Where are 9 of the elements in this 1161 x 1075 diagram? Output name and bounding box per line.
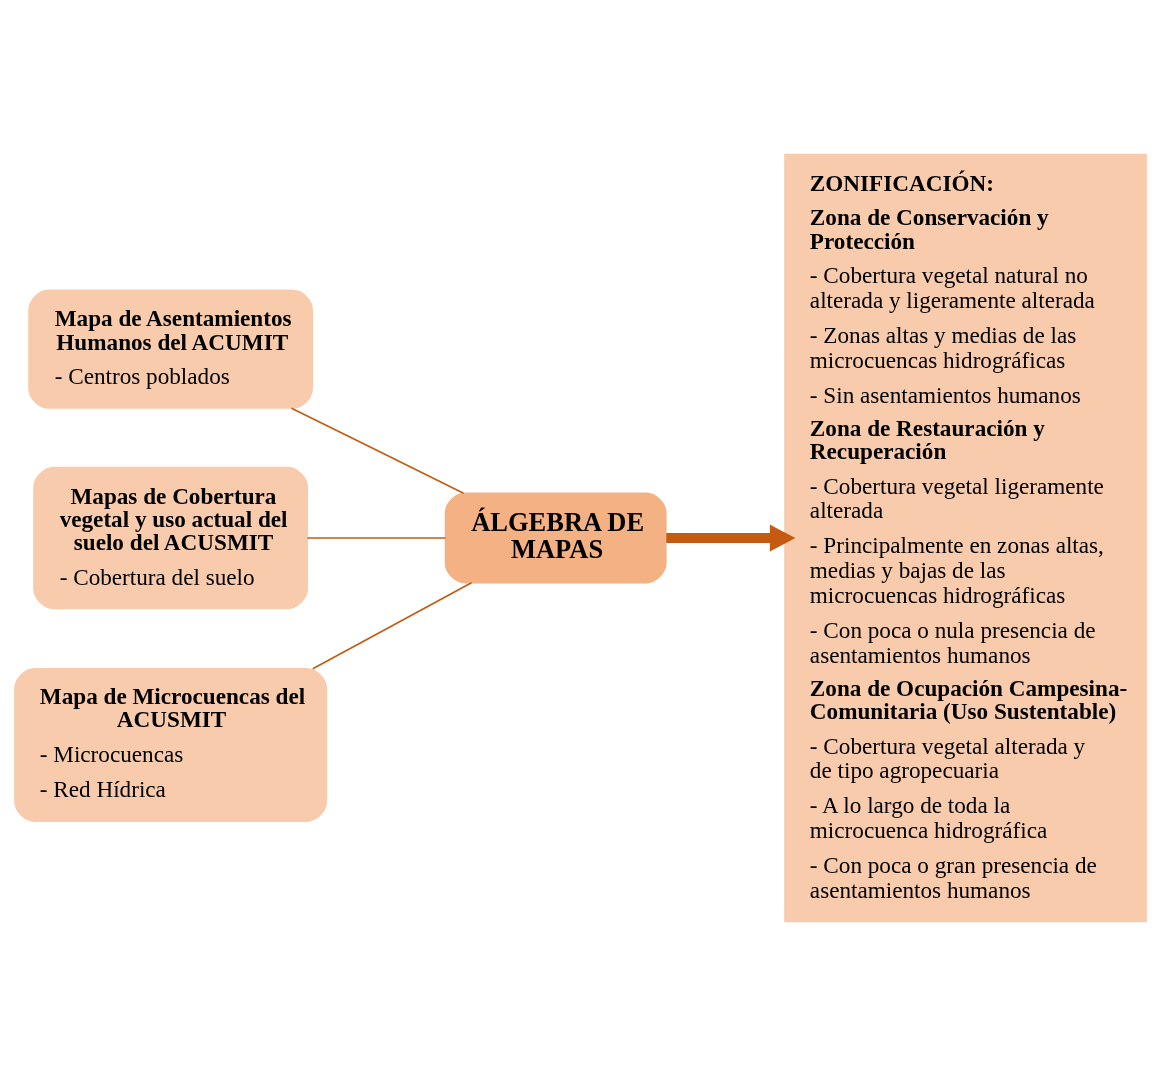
connector <box>311 581 473 670</box>
node-box: ZONIFICACIÓN: Zona de Conservación y Protección - Cobertura vegetal natural no alterada y ligeramente alterada - Zonas altas y medias de las microcuencas hidrográficas - Sin asentamientos humanos Zona de Restauración y Recuperación - Cobertura vegetal ligeramente alterada - Principalmente en zonas altas, medias y bajas de las microcuencas hidrográficas - Con poca o nula presencia de asentamientos humanos Zona de Ocupación Campesina-Comunitaria (Uso Sustentable) - Cobertura vegetal alterada y de tipo agropecuaria - A lo largo de toda la microcuenca hidrográfica - Con poca o gran presencia de asentamientos humanos <box>784 153 1147 922</box>
node-box: Mapas de Cobertura vegetal y uso actual del suelo del ACUSMIT - Cobertura del suelo <box>33 466 309 609</box>
arrow <box>666 524 796 551</box>
connector <box>290 406 465 494</box>
connector <box>306 536 447 539</box>
node-box: Mapa de Asentamientos Humanos del ACUMIT - Centros poblados <box>28 289 314 409</box>
node-box: Mapa de Microcuencas del ACUSMIT - Microcuencas - Red Hídrica <box>14 667 328 822</box>
node-box: ÁLGEBRA DE MAPAS <box>444 491 667 584</box>
